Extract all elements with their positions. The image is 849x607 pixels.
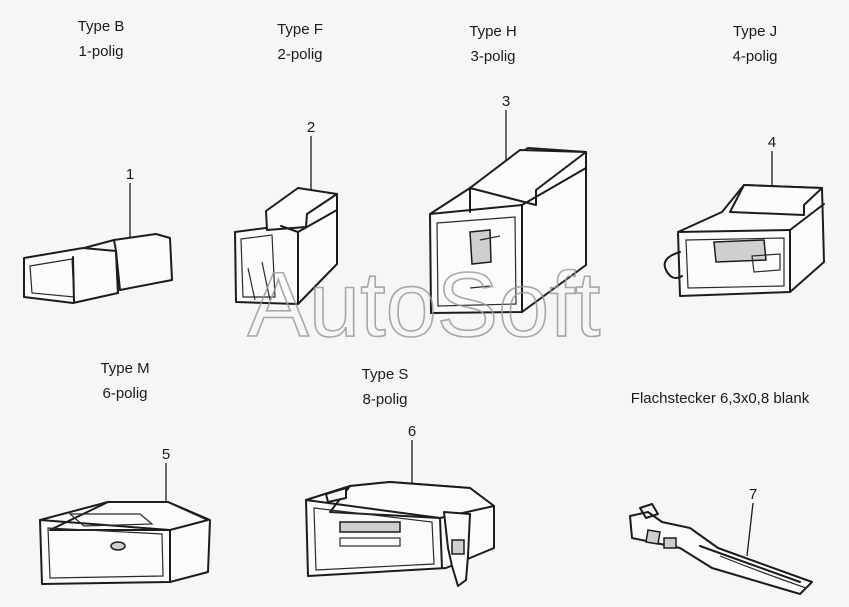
- connector-type-m: [39, 501, 211, 585]
- type-b-label: Type B: [78, 18, 125, 35]
- connector-type-f: [234, 187, 338, 305]
- type-s-poles: 8-polig: [362, 391, 407, 408]
- part-number-4: 4: [768, 134, 776, 151]
- type-b-poles: 1-polig: [78, 43, 123, 60]
- type-h-label: Type H: [469, 23, 517, 40]
- part-number-6: 6: [408, 423, 416, 440]
- connector-type-s: [305, 481, 495, 587]
- part-number-5: 5: [162, 446, 170, 463]
- part-number-2: 2: [307, 119, 315, 136]
- connector-type-b: [23, 233, 173, 304]
- type-j-label: Type J: [733, 23, 777, 40]
- flachstecker-label: Flachstecker 6,3x0,8 blank: [631, 390, 810, 407]
- connector-type-j: [663, 184, 825, 297]
- type-m-label: Type M: [100, 360, 149, 377]
- part-number-7: 7: [749, 486, 757, 503]
- leader-line-7: [746, 502, 754, 557]
- type-m-poles: 6-polig: [102, 385, 147, 402]
- connector-type-h: [429, 147, 587, 314]
- type-s-label: Type S: [362, 366, 409, 383]
- type-h-poles: 3-polig: [470, 48, 515, 65]
- type-f-poles: 2-polig: [277, 46, 322, 63]
- autosoft-watermark: AutoSoft: [248, 254, 601, 356]
- type-f-label: Type F: [277, 21, 323, 38]
- part-number-1: 1: [126, 166, 134, 183]
- part-number-3: 3: [502, 93, 510, 110]
- connector-flachstecker: [629, 503, 813, 595]
- type-j-poles: 4-polig: [732, 48, 777, 65]
